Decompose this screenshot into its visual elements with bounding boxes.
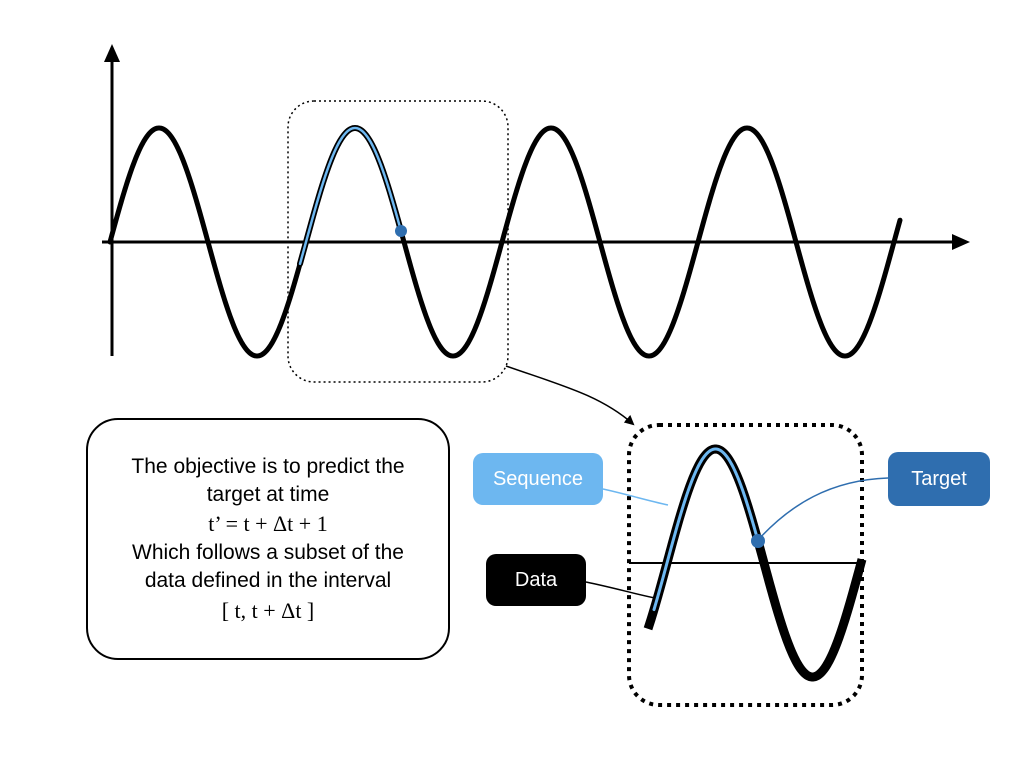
target-connector: [757, 477, 889, 541]
zoom-sequence-outline: [650, 445, 761, 614]
zoom-sequence-highlight: [652, 447, 759, 612]
sine-wave: [107, 125, 903, 359]
data-label: Data: [486, 554, 586, 606]
zoom-target-point: [751, 533, 765, 548]
data-connector: [585, 581, 656, 599]
description-line-2: target at time: [206, 482, 330, 506]
x-axis-arrowhead: [952, 234, 970, 250]
description-line-4: Which follows a subset of the: [132, 541, 404, 564]
description-line-1: The objective is to predict the: [131, 454, 405, 478]
selection-window: [287, 100, 509, 383]
description-line-5: data defined in the interval: [144, 569, 392, 593]
target-point: [395, 225, 407, 238]
zoom-arrow: [505, 365, 635, 426]
target-label: Target: [888, 452, 990, 506]
sequence-highlight: [298, 126, 402, 266]
sequence-connector: [602, 488, 669, 506]
y-axis-arrowhead: [104, 44, 120, 62]
description-formula: t’ = t + Δt + 1: [208, 511, 328, 537]
objective-description-box: The objective is to predict the target a…: [86, 418, 450, 660]
description-interval: [ t, t + Δt ]: [221, 597, 315, 623]
sequence-label: Sequence: [473, 453, 603, 505]
